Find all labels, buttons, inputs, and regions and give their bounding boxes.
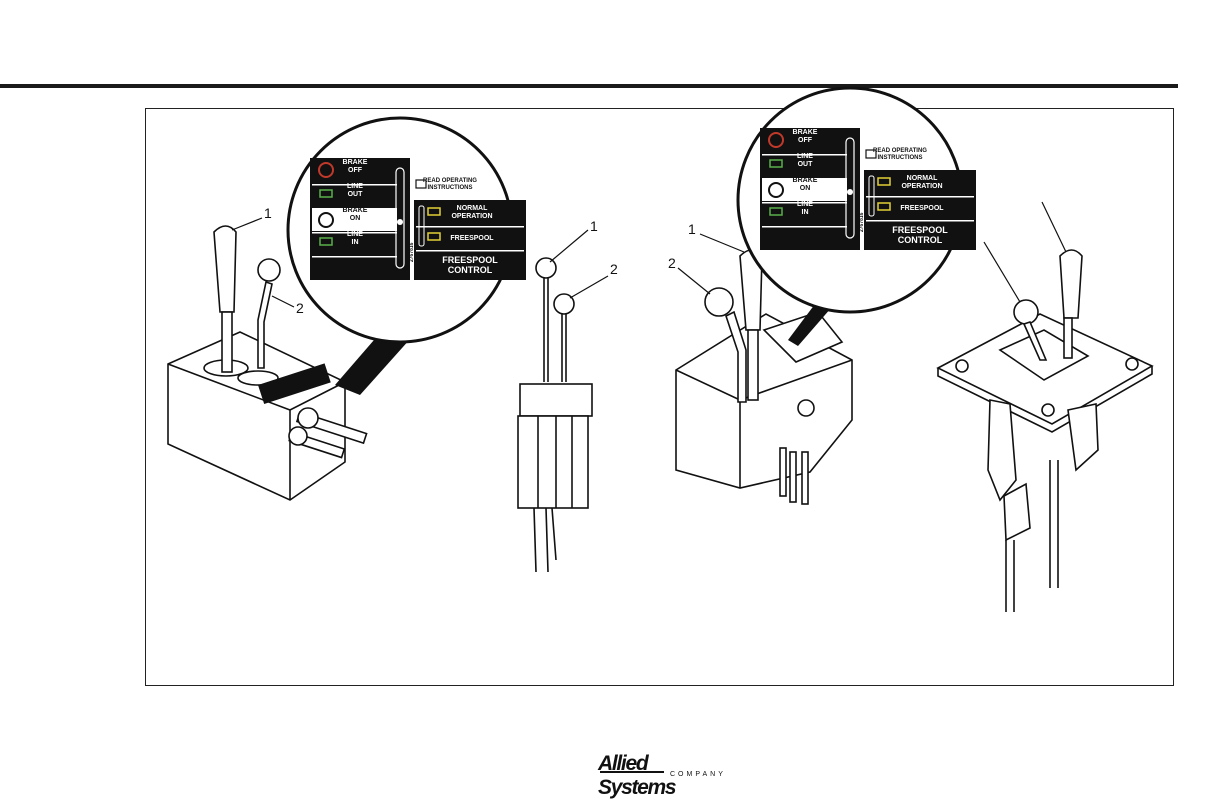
decal-freespool-control-r1: FREESPOOL xyxy=(892,225,948,235)
decal-part-number-left: 2767816 xyxy=(409,242,415,262)
decal-brake-on-label-l2: ON xyxy=(350,215,361,222)
logo-company: COMPANY xyxy=(670,771,726,778)
decal-line-in-label-l2: IN xyxy=(352,239,359,246)
decal-normal-operation-l1: NORMAL xyxy=(457,205,488,212)
decal-part-number-right: 2767816 xyxy=(859,212,865,232)
decal-freespool-label-r: FREESPOOL xyxy=(900,205,944,212)
decal-read-instructions-r1: READ OPERATING xyxy=(873,148,927,154)
decal-freespool-control-l1: FREESPOOL xyxy=(442,255,498,265)
decal-read-instructions-l1: READ OPERATING xyxy=(423,178,477,184)
callout-fig1-lever2: 2 xyxy=(296,301,304,315)
decal-brake-off-label-r2: OFF xyxy=(798,137,813,144)
decal-brake-on-label-r2: ON xyxy=(800,185,811,192)
decal-brake-off-label-r1: BRAKE xyxy=(793,129,818,136)
logo-underline xyxy=(600,771,664,773)
decal-line-in-label-l1: LINE xyxy=(347,231,363,238)
decal-brake-on-label-l1: BRAKE xyxy=(343,207,368,214)
decal-brake-off-label-l1: BRAKE xyxy=(343,159,368,166)
decal-line-in-label-r1: LINE xyxy=(797,201,813,208)
decal-normal-operation-l2: OPERATION xyxy=(451,213,492,220)
decal-line-in-label-r2: IN xyxy=(802,209,809,216)
callout-fig3-lever1: 1 xyxy=(688,222,696,236)
decal-normal-operation-r2: OPERATION xyxy=(901,183,942,190)
decal-brake-off-label-l2: OFF xyxy=(348,167,363,174)
decal-normal-operation-r1: NORMAL xyxy=(907,175,938,182)
allied-systems-logo: Allied Systems COMPANY xyxy=(598,752,728,778)
decal-read-instructions-l2: INSTRUCTIONS xyxy=(428,185,473,191)
decal-line-out-label-r1: LINE xyxy=(797,153,813,160)
decal-line-out-label-r2: OUT xyxy=(798,161,814,168)
callout-fig2-lever1: 1 xyxy=(590,219,598,233)
callout-fig3-lever2: 2 xyxy=(668,256,676,270)
callout-fig1-lever1: 1 xyxy=(264,206,272,220)
decal-freespool-control-l2: CONTROL xyxy=(448,265,493,275)
decal-brake-on-label-r1: BRAKE xyxy=(793,177,818,184)
decal-freespool-control-r2: CONTROL xyxy=(898,235,943,245)
decal-read-instructions-r2: INSTRUCTIONS xyxy=(878,155,923,161)
decal-line-out-label-l2: OUT xyxy=(348,191,364,198)
decal-line-out-label-l1: LINE xyxy=(347,183,363,190)
decal-freespool-label: FREESPOOL xyxy=(450,235,494,242)
callout-fig2-lever2: 2 xyxy=(610,262,618,276)
